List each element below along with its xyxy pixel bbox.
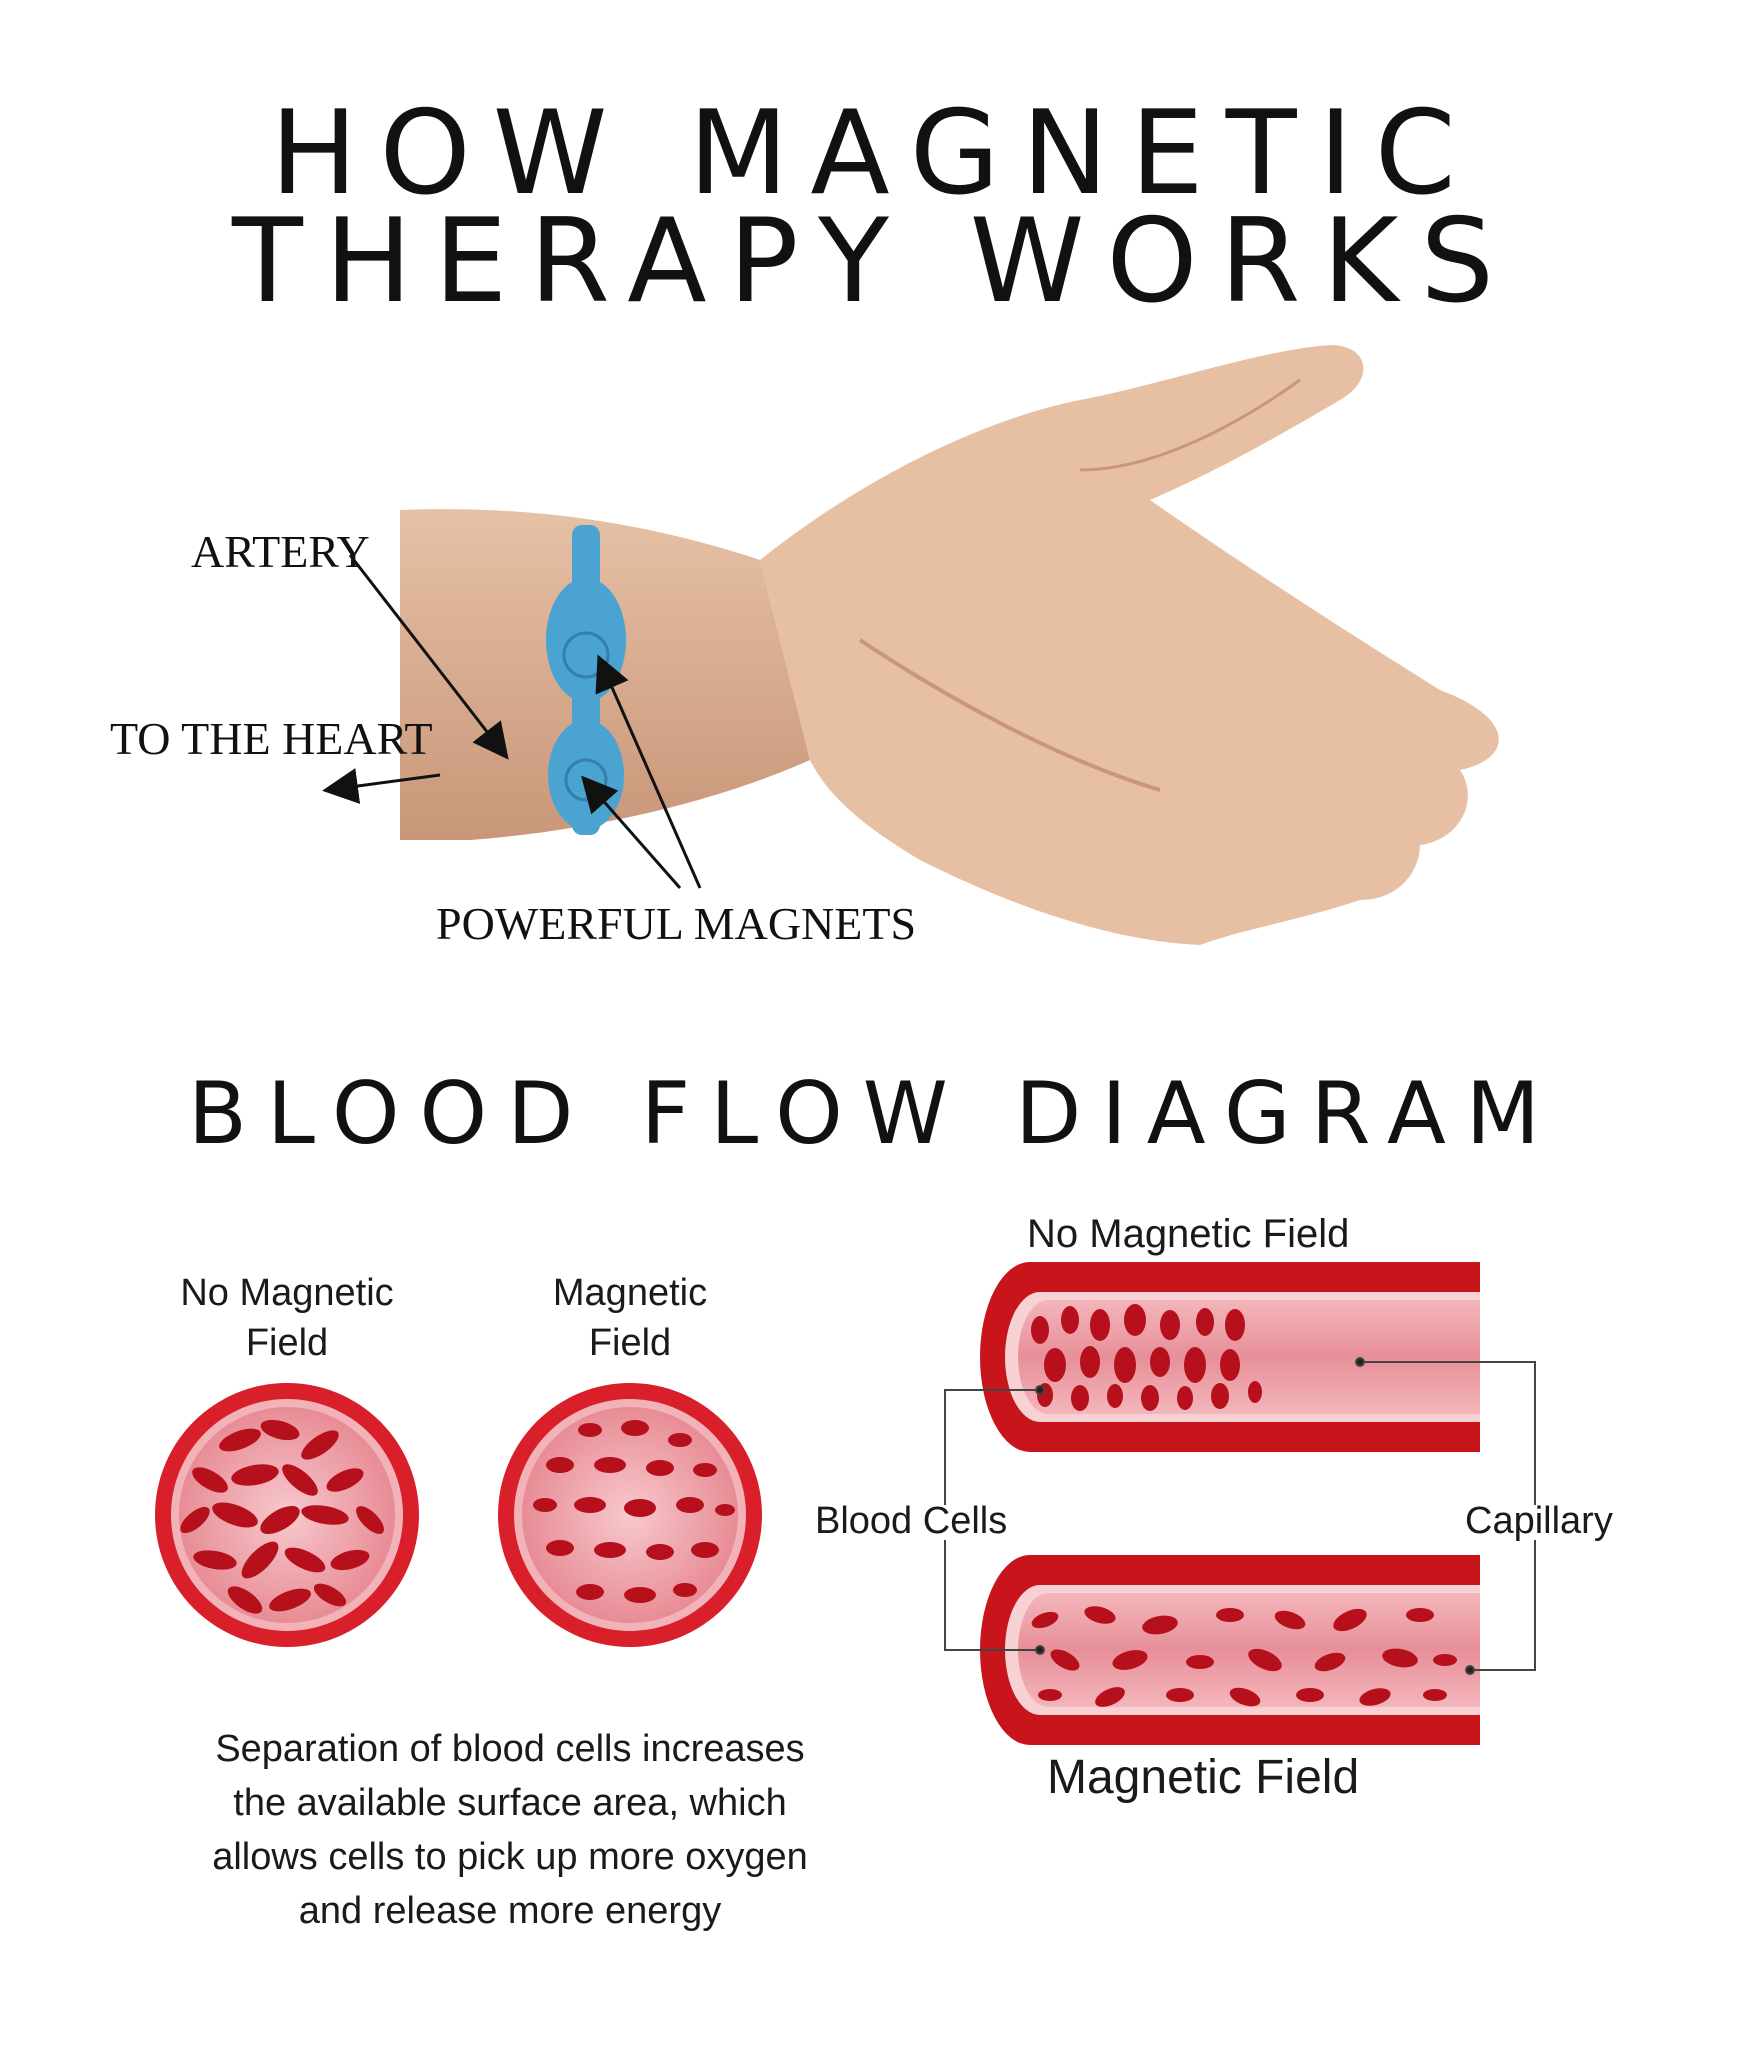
- artery-arrow: [348, 554, 509, 760]
- to-heart-label: TO THE HEART: [110, 713, 433, 764]
- artery-label: ARTERY: [191, 526, 370, 577]
- palm-crease: [858, 638, 1161, 792]
- magnetic-band: [546, 525, 626, 835]
- main-title-line-2: THERAPY WORKS: [231, 194, 1517, 329]
- vessel-no-field: [980, 1262, 1480, 1452]
- caption-line-1: Separation of blood cells increases: [215, 1728, 805, 1770]
- circle-label-no-field-line-1: No Magnetic: [180, 1272, 394, 1314]
- caption-line-2: the available surface area, which: [233, 1782, 787, 1824]
- powerful-magnets-label: POWERFUL MAGNETS: [436, 898, 917, 949]
- vessel-top-label: No Magnetic Field: [1027, 1212, 1350, 1256]
- magnet-arrow-upper: [595, 654, 702, 889]
- circle-label-no-field: No Magnetic Field: [137, 1268, 437, 1368]
- cross-section-magnetic-field: [498, 1383, 762, 1647]
- hand-shape: [760, 345, 1499, 945]
- magnet-arrow-lower: [581, 775, 682, 889]
- caption-line-4: and release more energy: [298, 1890, 722, 1932]
- blood-cells-label: Blood Cells: [815, 1500, 1008, 1542]
- circle-label-magnetic-field-line-1: Magnetic: [552, 1272, 708, 1314]
- main-title-line-1: HOW MAGNETIC: [270, 86, 1478, 221]
- cross-section-no-field: [155, 1383, 419, 1647]
- section-title: BLOOD FLOW DIAGRAM: [187, 1064, 1560, 1164]
- circle-label-magnetic-field: Magnetic Field: [480, 1268, 780, 1368]
- circle-label-magnetic-field-line-2: Field: [588, 1322, 672, 1364]
- to-heart-arrow: [322, 768, 441, 804]
- blood-cells-leader: [944, 1385, 1045, 1655]
- capillary-label: Capillary: [1465, 1500, 1613, 1542]
- vessel-magnetic-field: [980, 1555, 1480, 1745]
- caption-line-3: allows cells to pick up more oxygen: [212, 1836, 808, 1878]
- capillary-leader: [1355, 1357, 1536, 1675]
- circle-label-no-field-line-2: Field: [245, 1322, 329, 1364]
- caption-text: Separation of blood cells increases the …: [120, 1722, 900, 1938]
- band-magnet-upper: [546, 578, 626, 702]
- thumb-crease: [1079, 378, 1301, 472]
- vessel-bottom-label: Magnetic Field: [1047, 1751, 1360, 1804]
